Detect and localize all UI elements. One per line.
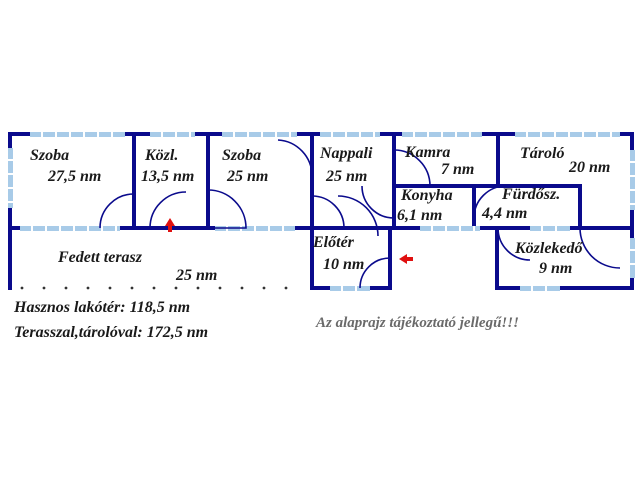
door-swing xyxy=(99,193,135,229)
window xyxy=(515,132,620,137)
door-swing xyxy=(149,191,187,229)
window xyxy=(330,286,370,291)
room-name-kamra: Kamra xyxy=(404,144,450,161)
window xyxy=(420,226,480,231)
entrance-arrow-icon xyxy=(399,254,413,264)
room-area-konyha: 6,1 nm xyxy=(397,207,442,224)
room-area-kozlekedo: 9 nm xyxy=(539,260,572,277)
terrace-dot xyxy=(108,286,112,290)
door-swing xyxy=(497,227,531,261)
terrace-dot xyxy=(240,286,244,290)
disclaimer-note: Az alaprajz tájékoztató jellegű!!! xyxy=(316,315,519,331)
room-area-eloter: 10 nm xyxy=(323,256,364,273)
room-area-szoba-2: 25 nm xyxy=(226,168,268,185)
room-name-tarolo: Tároló xyxy=(520,145,564,162)
door-swing xyxy=(277,139,313,177)
terrace-dot xyxy=(218,286,222,290)
terrace-dot xyxy=(196,286,200,290)
window xyxy=(630,238,635,278)
room-name-kozlekedo: Közlekedő xyxy=(514,240,584,257)
window xyxy=(630,150,635,210)
door-swing xyxy=(359,257,391,289)
terrace-dot xyxy=(130,286,134,290)
terrace-dot xyxy=(284,286,288,290)
terrace-dot xyxy=(152,286,156,290)
room-name-konyha: Konyha xyxy=(400,187,453,204)
total-area-summary: Terasszal,tárolóval: 172,5 nm xyxy=(14,324,209,341)
room-area-kamra: 7 nm xyxy=(441,161,474,178)
window xyxy=(520,286,560,291)
room-name-nappali: Nappali xyxy=(319,145,373,162)
entrance-arrow-icon xyxy=(165,218,175,232)
terrace-dot xyxy=(262,286,266,290)
room-area-tarolo: 20 nm xyxy=(568,159,610,176)
door-swing xyxy=(311,195,345,229)
door-swing xyxy=(361,185,395,219)
door-swing xyxy=(579,227,621,269)
room-name-kozl: Közl. xyxy=(144,147,178,164)
room-area-nappali: 25 nm xyxy=(325,168,367,185)
room-name-szoba-1: Szoba xyxy=(30,147,69,164)
door-swing xyxy=(393,149,431,187)
room-area-furdo: 4,4 nm xyxy=(481,205,527,222)
window xyxy=(150,132,195,137)
terrace-dot xyxy=(86,286,90,290)
room-name-terasz: Fedett terasz xyxy=(57,249,143,266)
window xyxy=(320,132,380,137)
room-area-terasz: 25 nm xyxy=(175,267,217,284)
window xyxy=(30,132,125,137)
terrace-dot xyxy=(64,286,68,290)
room-name-eloter: Előtér xyxy=(312,234,355,251)
living-area-summary: Hasznos lakótér: 118,5 nm xyxy=(14,299,191,316)
window xyxy=(222,132,297,137)
door-swing xyxy=(337,195,379,237)
room-name-furdo: Fürdősz. xyxy=(501,186,560,203)
room-name-szoba-2: Szoba xyxy=(222,147,261,164)
room-area-szoba-1: 27,5 nm xyxy=(47,168,101,185)
window xyxy=(530,226,570,231)
terrace-dot xyxy=(174,286,178,290)
doors xyxy=(99,139,621,289)
room-area-kozl: 13,5 nm xyxy=(141,168,194,185)
windows xyxy=(8,132,635,291)
window xyxy=(20,226,120,231)
door-swing xyxy=(207,189,247,229)
terrace-dot xyxy=(42,286,46,290)
door-swing xyxy=(473,185,507,219)
terrace-dot xyxy=(20,286,24,290)
window xyxy=(8,148,13,208)
terrace-edge-dots xyxy=(20,286,288,290)
